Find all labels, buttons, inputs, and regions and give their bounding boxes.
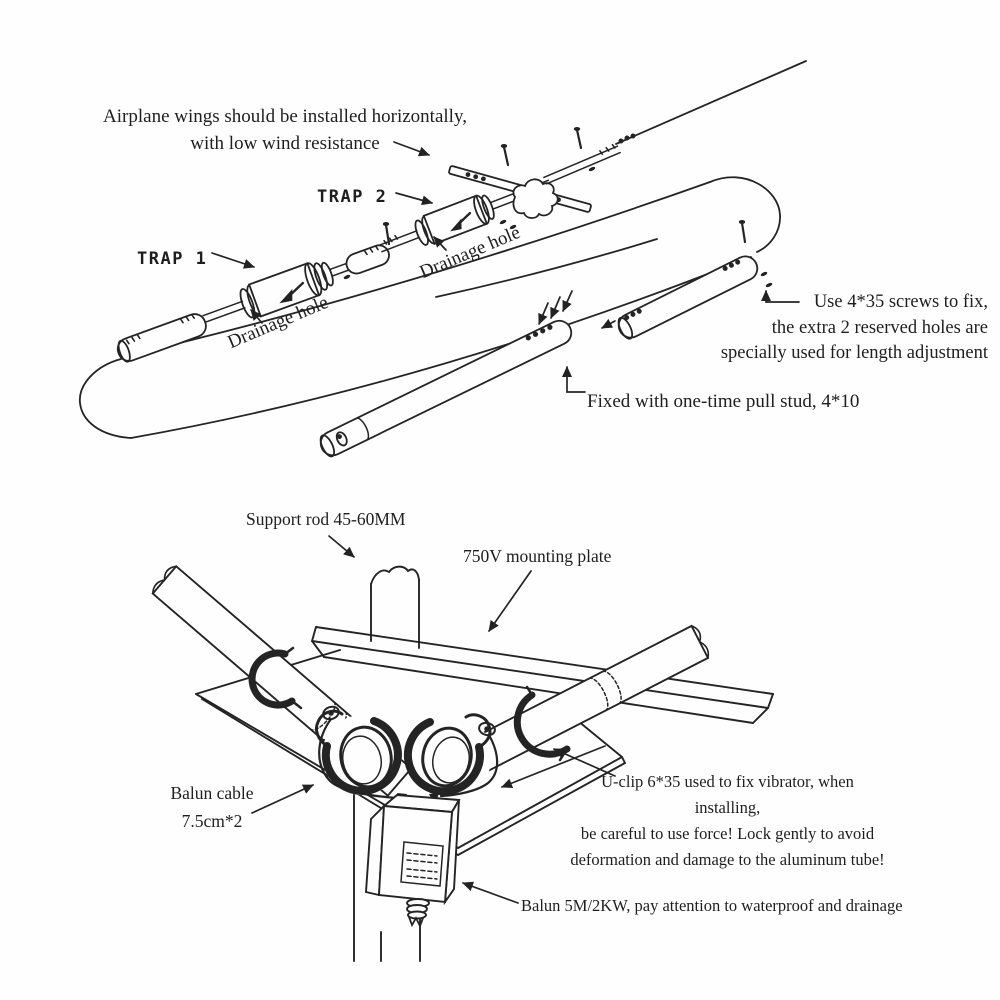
balun-box	[364, 794, 461, 929]
trap2-label: TRAP 2	[317, 187, 388, 207]
element-tip-line	[615, 60, 807, 145]
bottom-mounting-assembly	[151, 535, 774, 962]
wings-note-line1: Airplane wings should be installed horiz…	[103, 106, 467, 127]
stud-note: Fixed with one-time pull stud, 4*10	[587, 391, 860, 412]
trap1-assembly	[202, 244, 390, 323]
drainage-hole-marker	[279, 289, 293, 304]
left-clamp-ring	[321, 717, 402, 795]
balun-cable-line2: 7.5cm*2	[181, 811, 243, 831]
screws-note-line2: the extra 2 reserved holes are	[771, 317, 988, 338]
wings-note-arrow	[393, 141, 430, 157]
top-exploded-element	[79, 60, 807, 458]
element-outline	[79, 60, 807, 439]
top-annotation-arrows	[211, 141, 800, 393]
trap2-arrow	[395, 192, 433, 206]
left-eyelet	[322, 705, 340, 721]
mounting-plate-arrow	[488, 570, 532, 632]
uclip-arrow-1	[553, 748, 616, 777]
screws-note-elbow-arrow	[761, 290, 800, 303]
upper-rod	[543, 143, 621, 185]
balun-box-arrow	[462, 881, 519, 904]
wing-clamp	[512, 178, 559, 219]
mounting-plate	[310, 626, 774, 724]
right-balun-cable	[439, 733, 499, 798]
support-rod-top	[370, 565, 420, 649]
balun-cable-label: Balun cable 7.5cm*2	[158, 779, 266, 835]
screws-note-line3: specially used for length adjustment	[720, 343, 988, 363]
screws-note-line1: Use 4*35 screws to fix,	[813, 292, 988, 312]
screws-note: Use 4*35 screws to fix, the extra 2 rese…	[688, 290, 988, 367]
stud-hole	[335, 431, 348, 447]
balun-note: Balun 5M/2KW, pay attention to waterproo…	[521, 896, 903, 915]
trap2-assembly	[378, 179, 552, 253]
screws-and-nuts	[343, 127, 773, 288]
left-balun-cable	[318, 717, 398, 800]
support-rod-label: Support rod 45-60MM	[246, 509, 406, 529]
hole-arrows	[538, 290, 616, 329]
clamp-rings	[314, 705, 496, 796]
uclip-note-line1: U-clip 6*35 used to fix vibrator, when i…	[601, 772, 854, 817]
left-end-tube	[116, 313, 207, 363]
uclip-note: U-clip 6*35 used to fix vibrator, when i…	[570, 769, 885, 873]
right-adjustment-tube	[617, 255, 759, 340]
right-clamp-ring	[404, 718, 484, 796]
drainage-hole-marker	[450, 218, 462, 232]
wings-note-line2: with low wind resistance	[190, 133, 380, 154]
support-rod-arrow	[328, 535, 355, 558]
uclip-note-line2: be careful to use force! Lock gently to …	[580, 824, 875, 843]
mounting-plate-label: 750V mounting plate	[463, 546, 612, 566]
gap-arrow	[601, 318, 616, 329]
bottom-annotation-arrows	[251, 535, 616, 904]
connector-tip	[408, 916, 424, 929]
middle-tube	[319, 319, 573, 458]
trap1-label: TRAP 1	[137, 249, 208, 269]
drainage1-arrow	[250, 309, 263, 324]
trap1-arrow	[211, 252, 255, 269]
uclip-arrow-2	[501, 745, 606, 788]
right-eyelet	[478, 721, 496, 737]
balun-label-panel	[400, 841, 444, 887]
balun-cable-line1: Balun cable	[170, 783, 254, 803]
left-u-clip	[248, 649, 296, 709]
drainage2-arrow	[433, 236, 447, 251]
wings-note: Airplane wings should be installed horiz…	[100, 103, 470, 157]
stud-note-elbow-arrow	[562, 366, 586, 393]
uclip-note-line3: deformation and damage to the aluminum t…	[570, 850, 885, 869]
balun-cable-arrow	[251, 784, 314, 814]
